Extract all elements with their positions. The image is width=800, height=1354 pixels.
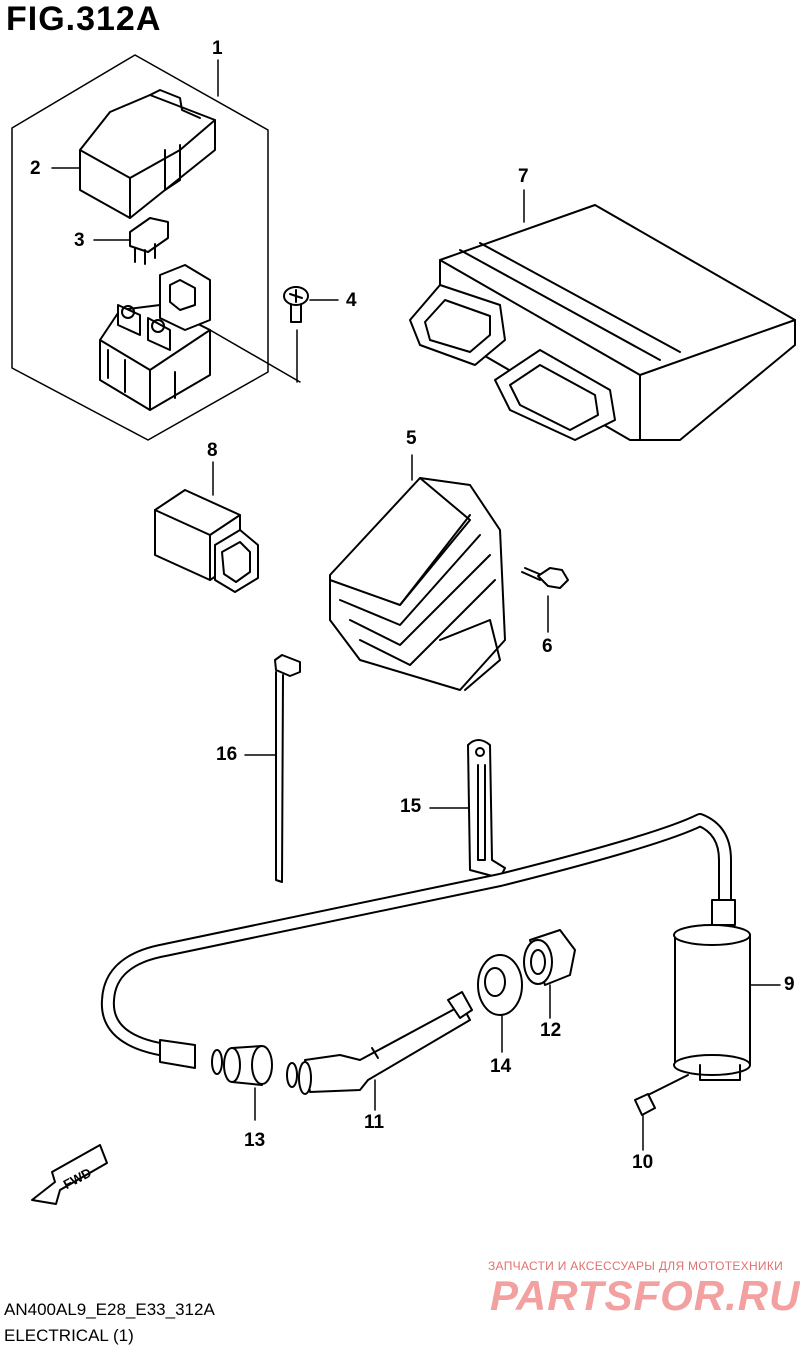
callout-10: 10: [632, 1152, 654, 1173]
callout-13: 13: [244, 1130, 266, 1151]
diagram-code: AN400AL9_E28_E33_312A: [4, 1300, 215, 1319]
bolt-part: [521, 567, 569, 633]
callout-4: 4: [346, 290, 357, 311]
ecm-part: [409, 189, 796, 441]
callout-7: 7: [518, 166, 529, 187]
callout-12: 12: [540, 1020, 562, 1041]
connector-part: [154, 461, 259, 593]
plug-cap-part: [286, 991, 473, 1111]
callout-14: 14: [490, 1056, 512, 1077]
callout-3: 3: [74, 230, 85, 251]
ignition-coil-part: [673, 899, 781, 1081]
screw-part: [283, 286, 339, 383]
callout-6: 6: [542, 636, 553, 657]
relay-group-box: [11, 54, 269, 441]
watermark-logo: PARTSFOR.RU: [490, 1272, 800, 1319]
callout-11: 11: [364, 1112, 385, 1133]
bracket-part: [429, 739, 506, 879]
figure-title: FIG.312A: [6, 0, 162, 38]
watermark-tagline: ЗАПЧАСТИ И АКСЕССУАРЫ ДЛЯ МОТОТЕХНИКИ: [488, 1259, 784, 1273]
callout-9: 9: [784, 974, 795, 995]
grommet-part: [211, 1045, 273, 1121]
fwd-arrow-icon: FWD: [31, 1144, 108, 1205]
coil-screw-part: [634, 1074, 689, 1151]
callout-15: 15: [400, 796, 422, 817]
callout-16: 16: [216, 744, 238, 765]
relay-cover-part: [51, 89, 216, 219]
starter-relay-part: [99, 264, 301, 411]
cable-tie-part: [244, 654, 301, 883]
callout-2: 2: [30, 158, 41, 179]
seal-part: [477, 954, 523, 1053]
callout-8: 8: [207, 440, 218, 461]
diagram-name: ELECTRICAL (1): [4, 1326, 134, 1345]
ignition-cable-part: [100, 813, 732, 1069]
callout-1: 1: [212, 38, 223, 59]
callout-5: 5: [406, 428, 417, 449]
regulator-rectifier-part: [329, 454, 506, 691]
bush-part: [523, 929, 576, 1019]
fuse-part: [93, 217, 169, 265]
